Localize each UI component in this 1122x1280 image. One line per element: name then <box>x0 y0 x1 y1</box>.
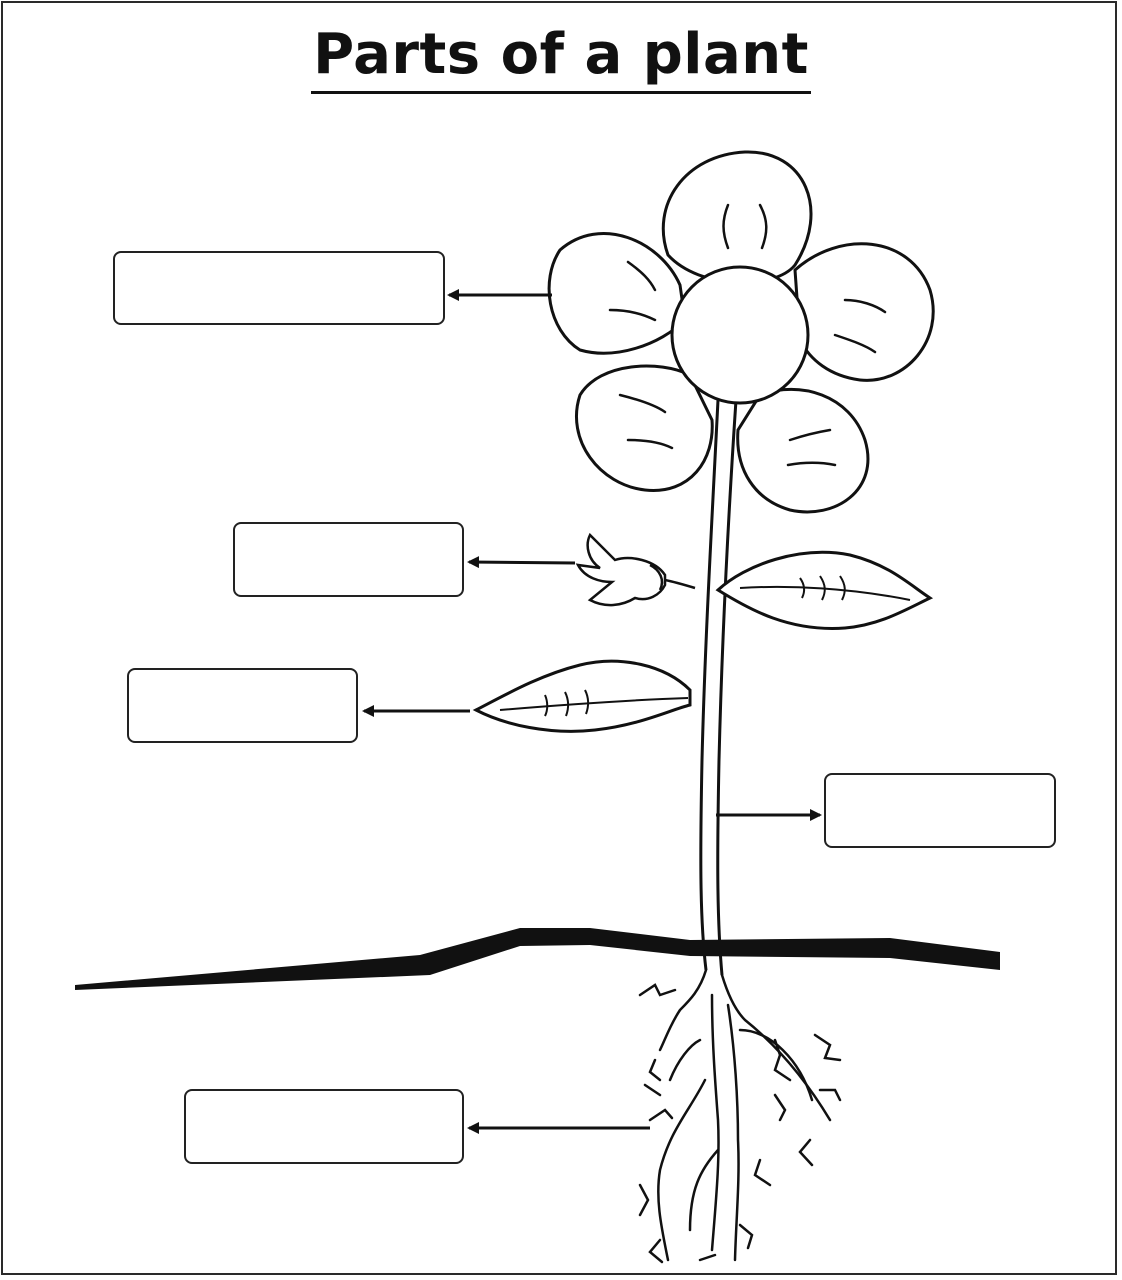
leaf-upper <box>715 550 934 630</box>
petal-left <box>547 232 687 355</box>
petal-top <box>661 150 813 285</box>
arrow-bud <box>467 556 576 569</box>
petal-right <box>793 242 935 382</box>
label-box-leaf[interactable] <box>127 668 358 743</box>
stem <box>699 399 738 976</box>
flower <box>547 150 935 514</box>
worksheet-title: Parts of a plant <box>0 22 1122 94</box>
roots <box>657 968 832 1262</box>
label-box-root[interactable] <box>184 1089 464 1164</box>
arrows <box>362 289 822 1134</box>
petal-veins <box>608 203 887 467</box>
petal-bottom-left <box>574 364 714 492</box>
label-box-flower[interactable] <box>113 251 445 325</box>
bud <box>575 532 696 607</box>
label-box-bud[interactable] <box>233 522 464 597</box>
petal-bottom-right <box>736 387 870 514</box>
leaf-lower <box>472 659 692 733</box>
root-hairs <box>638 983 842 1264</box>
ground-line <box>75 928 1000 990</box>
flower-center <box>670 265 810 405</box>
label-box-stem[interactable] <box>824 773 1056 848</box>
page-title: Parts of a plant <box>311 25 811 94</box>
